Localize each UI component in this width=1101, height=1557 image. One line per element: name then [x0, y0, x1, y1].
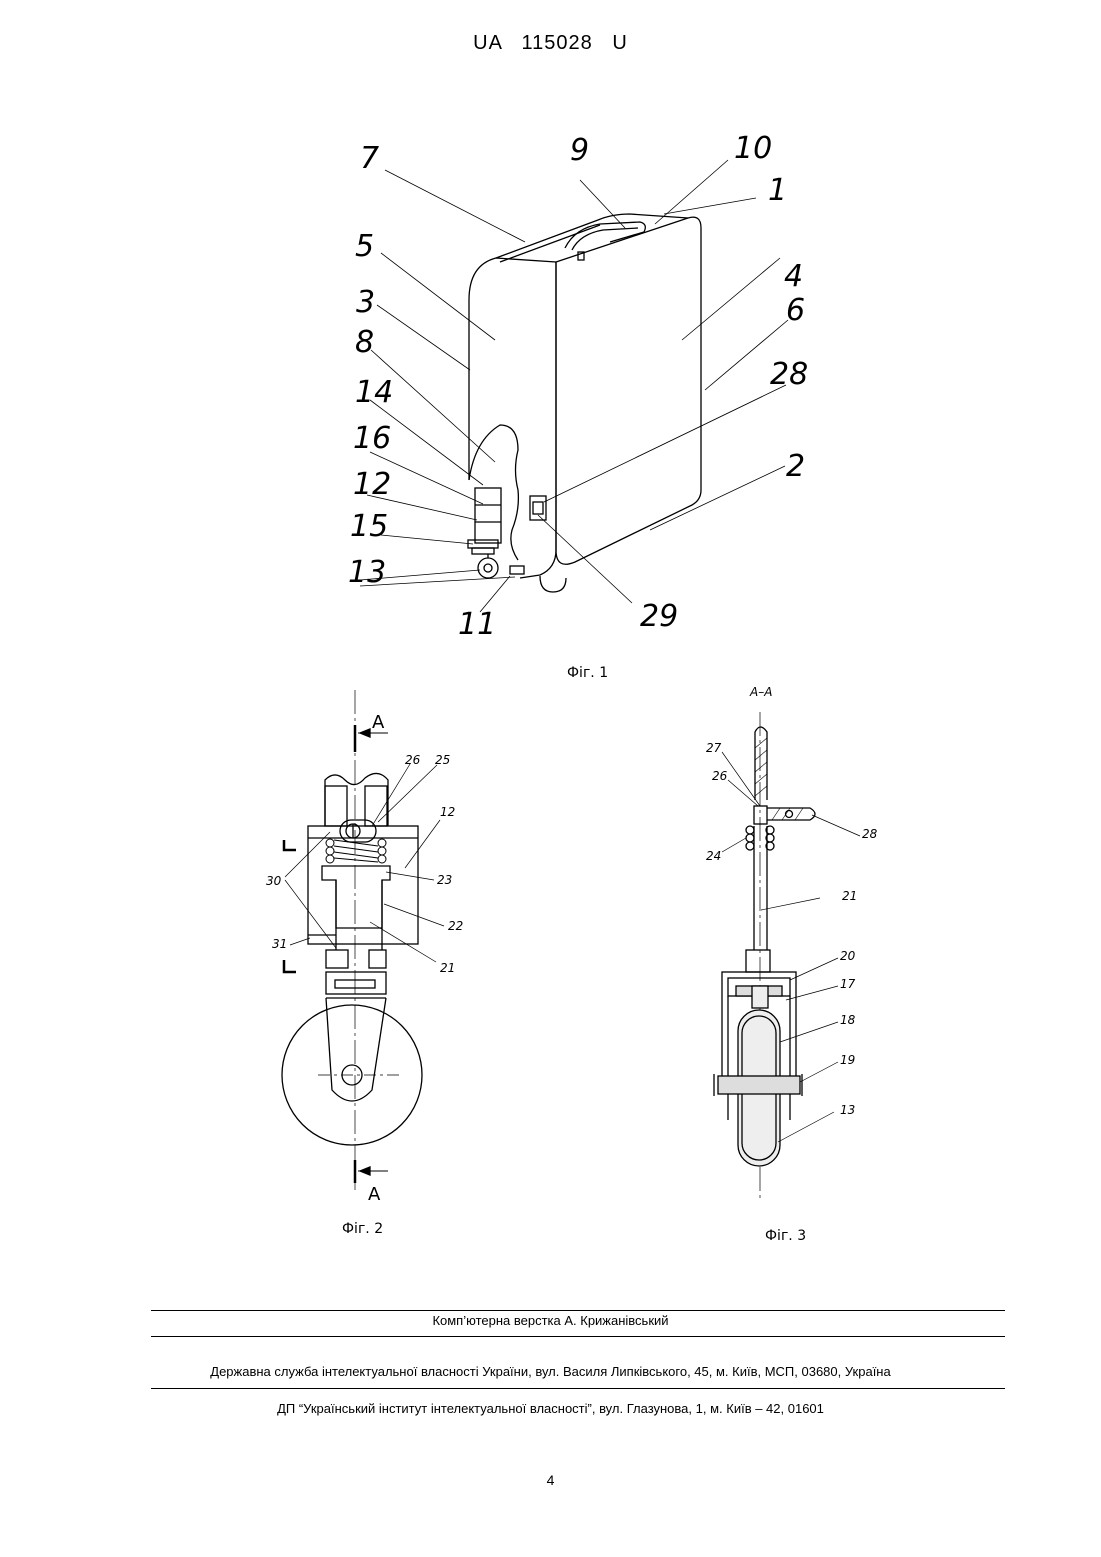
fig3-label: 21: [842, 889, 857, 903]
footer-rule-bottom: [151, 1388, 1005, 1389]
footer-rule-top: [151, 1310, 1005, 1311]
fig3-label: 18: [840, 1013, 856, 1027]
fig1-labels: 7 9 10 1 5 4 3 6 8 28 14 16 2 12 15 13 1…: [348, 131, 808, 642]
fig3-caption: Фіг. 3: [765, 1228, 806, 1244]
page-number: 4: [0, 1472, 1101, 1488]
footer-layout-credit: Комп’ютерна верстка А. Крижанівський: [0, 1313, 1101, 1328]
fig3-label: 17: [840, 977, 856, 991]
fig1-label: 2: [786, 449, 805, 484]
fig1-label: 1: [768, 173, 787, 208]
fig3-section-drawing: [714, 712, 815, 1200]
footer-institute-address: ДП “Український інститут інтелектуальної…: [0, 1401, 1101, 1416]
fig1-label: 14: [355, 375, 393, 410]
fig1-label: 3: [356, 285, 375, 320]
fig1-label: 11: [458, 607, 496, 642]
fig1-label: 5: [355, 229, 374, 264]
fig1-label: 29: [640, 599, 678, 634]
fig1-label: 10: [734, 131, 772, 166]
fig1-leader-lines: [360, 160, 788, 612]
fig1-label: 9: [570, 133, 589, 168]
fig2-section-bottom: A: [368, 1184, 381, 1205]
fig1-label: 7: [360, 141, 379, 176]
fig1-label: 8: [355, 325, 374, 360]
fig1-label: 16: [353, 421, 391, 456]
fig3-labels: A–A 27 26 28 24 21 20 17 18 19 13: [706, 685, 878, 1117]
fig3-label: 28: [862, 827, 878, 841]
fig1-label: 28: [770, 357, 808, 392]
fig2-label: 21: [440, 961, 455, 975]
fig3-label: 20: [840, 949, 856, 963]
fig2-label: 12: [440, 805, 455, 819]
fig3-label: 19: [840, 1053, 855, 1067]
fig1-label: 15: [350, 509, 388, 544]
fig3-section-title: A–A: [749, 685, 772, 699]
fig1-label: 6: [786, 293, 805, 328]
fig2-label: 31: [272, 937, 287, 951]
fig3-label: 27: [706, 741, 722, 755]
fig3-label: 26: [712, 769, 728, 783]
fig2-label: 25: [435, 753, 450, 767]
fig3-label: 13: [840, 1103, 855, 1117]
fig2-label: 22: [448, 919, 463, 933]
footer-rule-middle: [151, 1336, 1005, 1337]
footer-office-address: Державна служба інтелектуальної власност…: [0, 1364, 1101, 1379]
fig2-section-top: A: [372, 712, 385, 733]
fig2-label: 30: [266, 874, 282, 888]
fig3-label: 24: [706, 849, 721, 863]
fig2-label: 23: [437, 873, 452, 887]
fig1-caption: Фіг. 1: [567, 665, 608, 681]
patent-drawings: 7 9 10 1 5 4 3 6 8 28 14 16 2 12 15 13 1…: [0, 0, 1101, 1300]
fig1-label: 4: [784, 259, 803, 294]
fig2-wheel-assembly-drawing: [282, 690, 422, 1190]
fig2-label: 26: [405, 753, 421, 767]
fig1-suitcase-drawing: [468, 214, 701, 592]
fig2-caption: Фіг. 2: [342, 1221, 383, 1237]
fig1-label: 12: [353, 467, 391, 502]
fig1-label: 13: [348, 555, 386, 590]
